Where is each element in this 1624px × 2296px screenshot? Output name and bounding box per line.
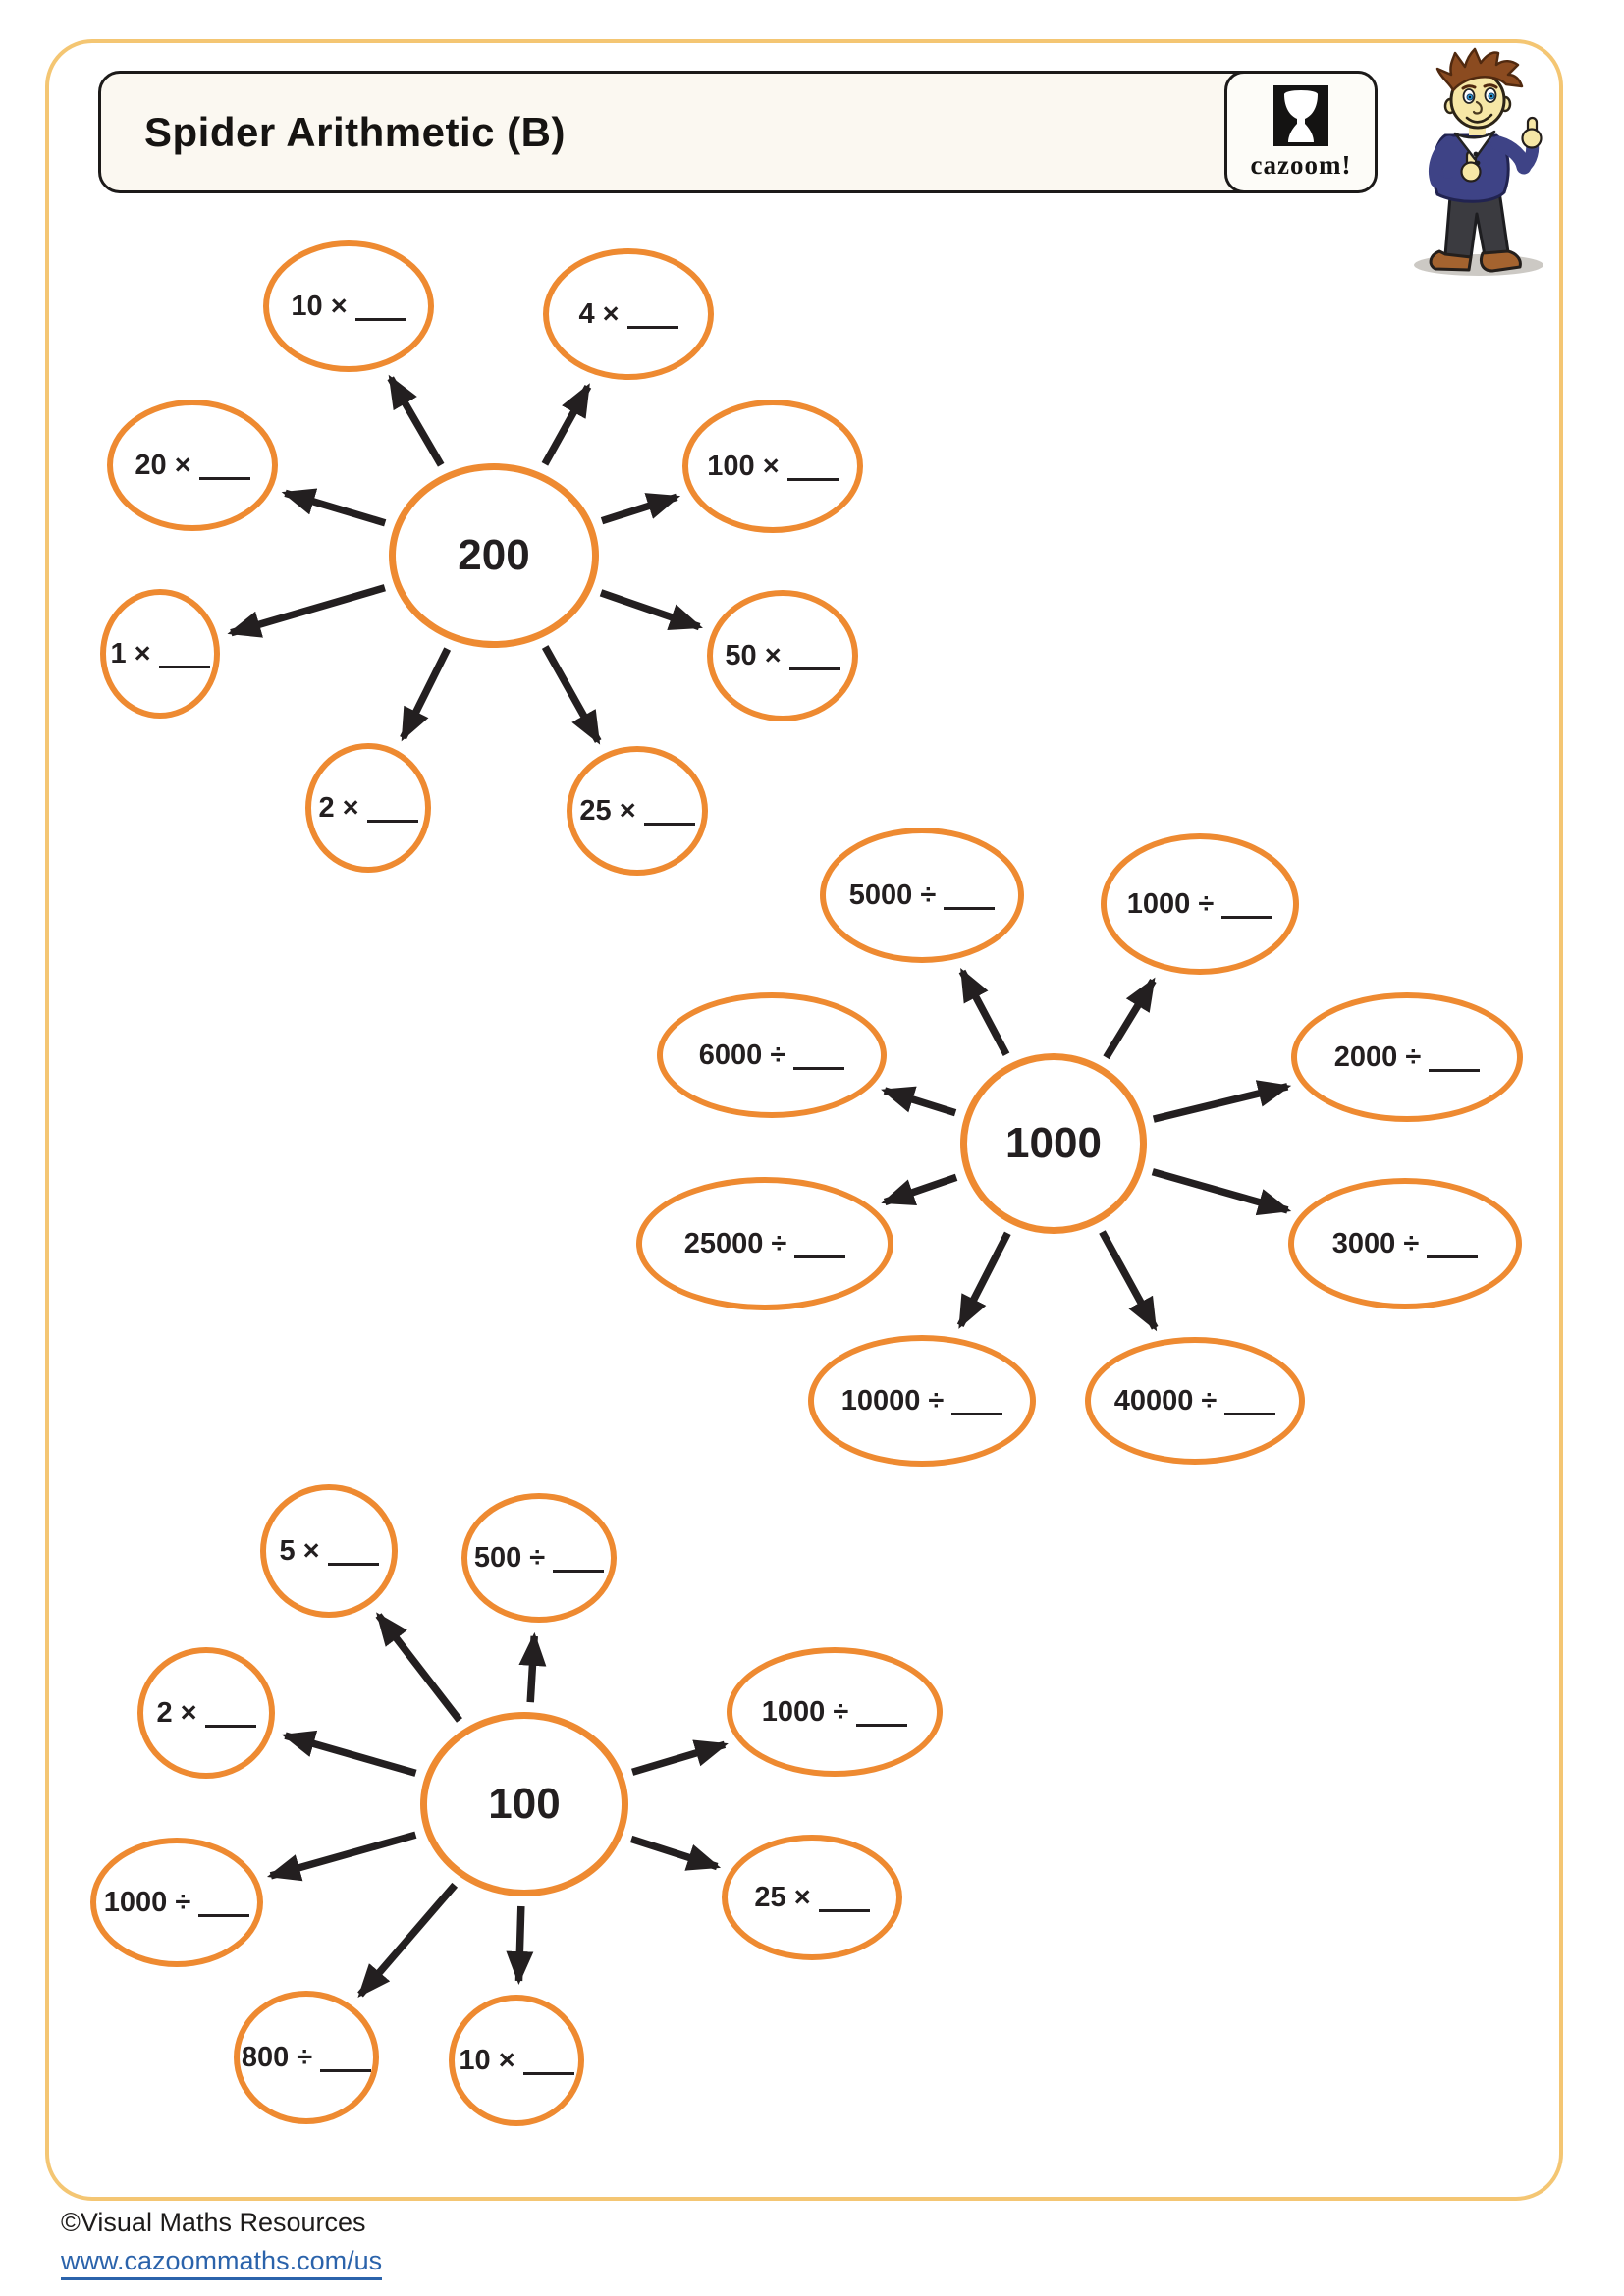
spider-node-label: 100 × bbox=[707, 450, 780, 482]
spider-100-node: 1000 ÷ bbox=[90, 1838, 263, 1967]
spider-center-label: 100 bbox=[488, 1780, 561, 1828]
spider-node-label: 40000 ÷ bbox=[1113, 1384, 1218, 1416]
spider-node-label: 20 × bbox=[135, 449, 191, 481]
spider-100-node: 1000 ÷ bbox=[727, 1647, 943, 1777]
spider-200-node: 20 × bbox=[107, 400, 278, 531]
cazoom-vase-icon bbox=[1273, 85, 1328, 146]
answer-blank-line bbox=[327, 1536, 379, 1566]
answer-blank-line bbox=[1427, 1229, 1479, 1258]
answer-blank-line bbox=[1224, 1386, 1276, 1415]
spider-100-center: 100 bbox=[420, 1712, 628, 1896]
footer: ©Visual Maths Resources www.cazoommaths.… bbox=[61, 2207, 383, 2280]
spider-node-label: 5 × bbox=[279, 1534, 320, 1567]
spider-node-label: 5000 ÷ bbox=[848, 879, 937, 911]
spider-node-label: 2000 ÷ bbox=[1333, 1041, 1422, 1073]
spider-100-node: 2 × bbox=[137, 1647, 275, 1779]
answer-blank-line bbox=[522, 2046, 574, 2075]
spider-node-label: 800 ÷ bbox=[241, 2041, 313, 2073]
cazoom-wordmark: cazoom! bbox=[1250, 150, 1352, 180]
spider-1000-node: 5000 ÷ bbox=[820, 828, 1024, 963]
answer-blank-line bbox=[818, 1883, 870, 1912]
page-border bbox=[45, 39, 1563, 2201]
answer-blank-line bbox=[354, 292, 406, 321]
answer-blank-line bbox=[951, 1386, 1003, 1415]
spider-node-label: 1000 ÷ bbox=[761, 1695, 849, 1728]
answer-blank-line bbox=[856, 1697, 908, 1727]
spider-center-label: 200 bbox=[458, 531, 530, 579]
worksheet-title-bar: Spider Arithmetic (B) bbox=[98, 71, 1378, 193]
spider-node-label: 1000 ÷ bbox=[103, 1886, 191, 1918]
spider-node-label: 10 × bbox=[291, 290, 348, 322]
page-title: Spider Arithmetic (B) bbox=[144, 108, 566, 155]
answer-blank-line bbox=[198, 451, 250, 480]
website-link[interactable]: www.cazoommaths.com/us bbox=[61, 2246, 383, 2280]
spider-100-node: 10 × bbox=[449, 1995, 584, 2126]
answer-blank-line bbox=[626, 299, 678, 329]
spider-100-node: 800 ÷ bbox=[234, 1991, 379, 2124]
answer-blank-line bbox=[1429, 1042, 1481, 1072]
answer-blank-line bbox=[788, 641, 840, 670]
spider-node-label: 2 × bbox=[318, 791, 359, 824]
copyright-text: ©Visual Maths Resources bbox=[61, 2208, 366, 2237]
spider-node-label: 50 × bbox=[725, 639, 782, 671]
spider-1000-center: 1000 bbox=[960, 1053, 1147, 1234]
answer-blank-line bbox=[158, 639, 210, 668]
spider-1000-node: 3000 ÷ bbox=[1288, 1178, 1522, 1309]
spider-node-label: 3000 ÷ bbox=[1331, 1227, 1420, 1259]
spider-node-label: 6000 ÷ bbox=[698, 1039, 786, 1071]
spider-200-node: 10 × bbox=[263, 240, 434, 372]
spider-1000-node: 25000 ÷ bbox=[636, 1177, 893, 1310]
spider-100-node: 25 × bbox=[722, 1835, 902, 1960]
spider-node-label: 25000 ÷ bbox=[683, 1227, 787, 1259]
spider-node-label: 4 × bbox=[578, 297, 620, 330]
spider-1000-node: 1000 ÷ bbox=[1101, 833, 1299, 975]
spider-node-label: 1 × bbox=[110, 637, 151, 669]
spider-200-center: 200 bbox=[389, 463, 599, 648]
spider-node-label: 1000 ÷ bbox=[1126, 887, 1215, 920]
spider-1000-node: 6000 ÷ bbox=[657, 992, 887, 1118]
spider-node-label: 10 × bbox=[459, 2044, 515, 2076]
spider-100-node: 5 × bbox=[260, 1484, 398, 1618]
spider-200-node: 4 × bbox=[543, 248, 714, 380]
spider-1000-node: 2000 ÷ bbox=[1291, 992, 1523, 1122]
answer-blank-line bbox=[786, 452, 839, 481]
spider-1000-node: 40000 ÷ bbox=[1085, 1337, 1305, 1465]
answer-blank-line bbox=[793, 1041, 845, 1070]
spider-node-label: 25 × bbox=[579, 794, 636, 827]
spider-200-node: 2 × bbox=[305, 743, 431, 873]
answer-blank-line bbox=[204, 1698, 256, 1728]
spider-200-node: 50 × bbox=[707, 590, 858, 721]
answer-blank-line bbox=[366, 793, 418, 823]
spider-100-node: 500 ÷ bbox=[461, 1493, 617, 1623]
answer-blank-line bbox=[643, 796, 695, 826]
spider-200-node: 100 × bbox=[682, 400, 863, 533]
answer-blank-line bbox=[1221, 889, 1273, 919]
answer-blank-line bbox=[198, 1888, 250, 1917]
spider-node-label: 10000 ÷ bbox=[840, 1384, 945, 1416]
spider-node-label: 25 × bbox=[754, 1881, 811, 1913]
cazoom-logo: cazoom! bbox=[1224, 71, 1378, 193]
spider-200-node: 25 × bbox=[567, 746, 708, 876]
spider-center-label: 1000 bbox=[1005, 1119, 1102, 1167]
spider-200-node: 1 × bbox=[100, 589, 220, 719]
spider-node-label: 2 × bbox=[156, 1696, 197, 1729]
answer-blank-line bbox=[794, 1229, 846, 1258]
spider-1000-node: 10000 ÷ bbox=[808, 1335, 1036, 1467]
spider-node-label: 500 ÷ bbox=[473, 1541, 546, 1574]
answer-blank-line bbox=[553, 1543, 605, 1573]
answer-blank-line bbox=[320, 2043, 372, 2072]
answer-blank-line bbox=[944, 881, 996, 910]
mascot-character-illustration bbox=[1414, 47, 1543, 276]
